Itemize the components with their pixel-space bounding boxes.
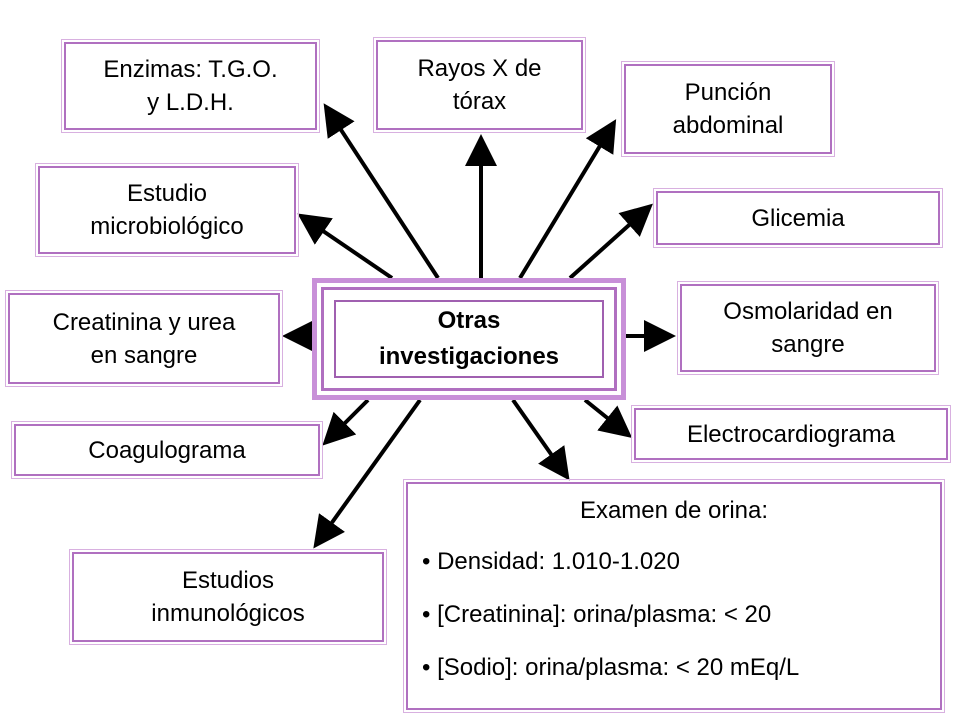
node-creatinina: Creatinina y urea en sangre bbox=[5, 290, 283, 387]
node-enzimas-line1: Enzimas: T.G.O. bbox=[103, 56, 278, 83]
center-node-label: Otras investigaciones bbox=[334, 300, 604, 378]
arrow-to-enzimas bbox=[323, 103, 440, 280]
node-puncion: Punción abdominal bbox=[621, 61, 835, 157]
node-rayos-line1: Rayos X de bbox=[417, 55, 542, 82]
arrow-to-coagulograma bbox=[322, 398, 370, 446]
node-inmuno-line1: Estudios bbox=[181, 567, 275, 594]
node-rayos-line2: tórax bbox=[452, 88, 507, 115]
arrow-to-inmuno bbox=[313, 398, 422, 549]
node-microbio-line1: Estudio bbox=[126, 180, 208, 207]
arrow-to-ecg bbox=[583, 398, 633, 439]
arrow-to-glicemia bbox=[568, 203, 653, 280]
node-puncion-line1: Punción bbox=[684, 79, 772, 106]
center-node-frame: Otras investigaciones bbox=[321, 287, 617, 391]
node-inmuno-line2: inmunológicos bbox=[151, 600, 305, 627]
node-ecg: Electrocardiograma bbox=[631, 405, 951, 463]
node-coagulograma: Coagulograma bbox=[11, 421, 323, 479]
node-orina-bullet-creatinina: • [Creatinina]: orina/plasma: < 20 bbox=[422, 601, 772, 628]
node-glicemia-line1: Glicemia bbox=[751, 204, 845, 232]
node-ecg-line1: Electrocardiograma bbox=[686, 420, 896, 448]
center-node-line1: Otras bbox=[437, 307, 501, 334]
node-enzimas: Enzimas: T.G.O. y L.D.H. bbox=[61, 39, 320, 133]
center-node: Otras investigaciones bbox=[312, 278, 626, 400]
node-orina-title: Examen de orina: bbox=[579, 497, 769, 524]
node-orina-bullet-densidad: • Densidad: 1.010-1.020 bbox=[422, 548, 680, 575]
node-creatinina-line1: Creatinina y urea bbox=[52, 308, 236, 336]
arrow-to-orina bbox=[511, 398, 570, 481]
node-puncion-line2: abdominal bbox=[672, 112, 784, 139]
node-osmolaridad-line2: sangre bbox=[771, 331, 845, 358]
node-microbio-line2: microbiológico bbox=[90, 213, 244, 240]
node-creatinina-line2: en sangre bbox=[90, 341, 198, 369]
center-node-line2: investigaciones bbox=[378, 343, 560, 370]
node-glicemia: Glicemia bbox=[653, 188, 943, 248]
node-osmolaridad-line1: Osmolaridad en bbox=[723, 298, 893, 325]
node-inmuno: Estudios inmunológicos bbox=[69, 549, 387, 645]
arrow-to-microbio bbox=[297, 213, 394, 280]
node-orina-bullet-sodio: • [Sodio]: orina/plasma: < 20 mEq/L bbox=[422, 654, 800, 681]
node-orina: Examen de orina: • Densidad: 1.010-1.020… bbox=[403, 479, 945, 713]
arrow-to-puncion bbox=[518, 119, 617, 280]
node-coagulograma-line1: Coagulograma bbox=[88, 436, 246, 464]
node-osmolaridad: Osmolaridad en sangre bbox=[677, 281, 939, 375]
node-microbio: Estudio microbiológico bbox=[35, 163, 299, 257]
node-enzimas-line2: y L.D.H. bbox=[147, 89, 234, 116]
node-rayos: Rayos X de tórax bbox=[373, 37, 586, 133]
